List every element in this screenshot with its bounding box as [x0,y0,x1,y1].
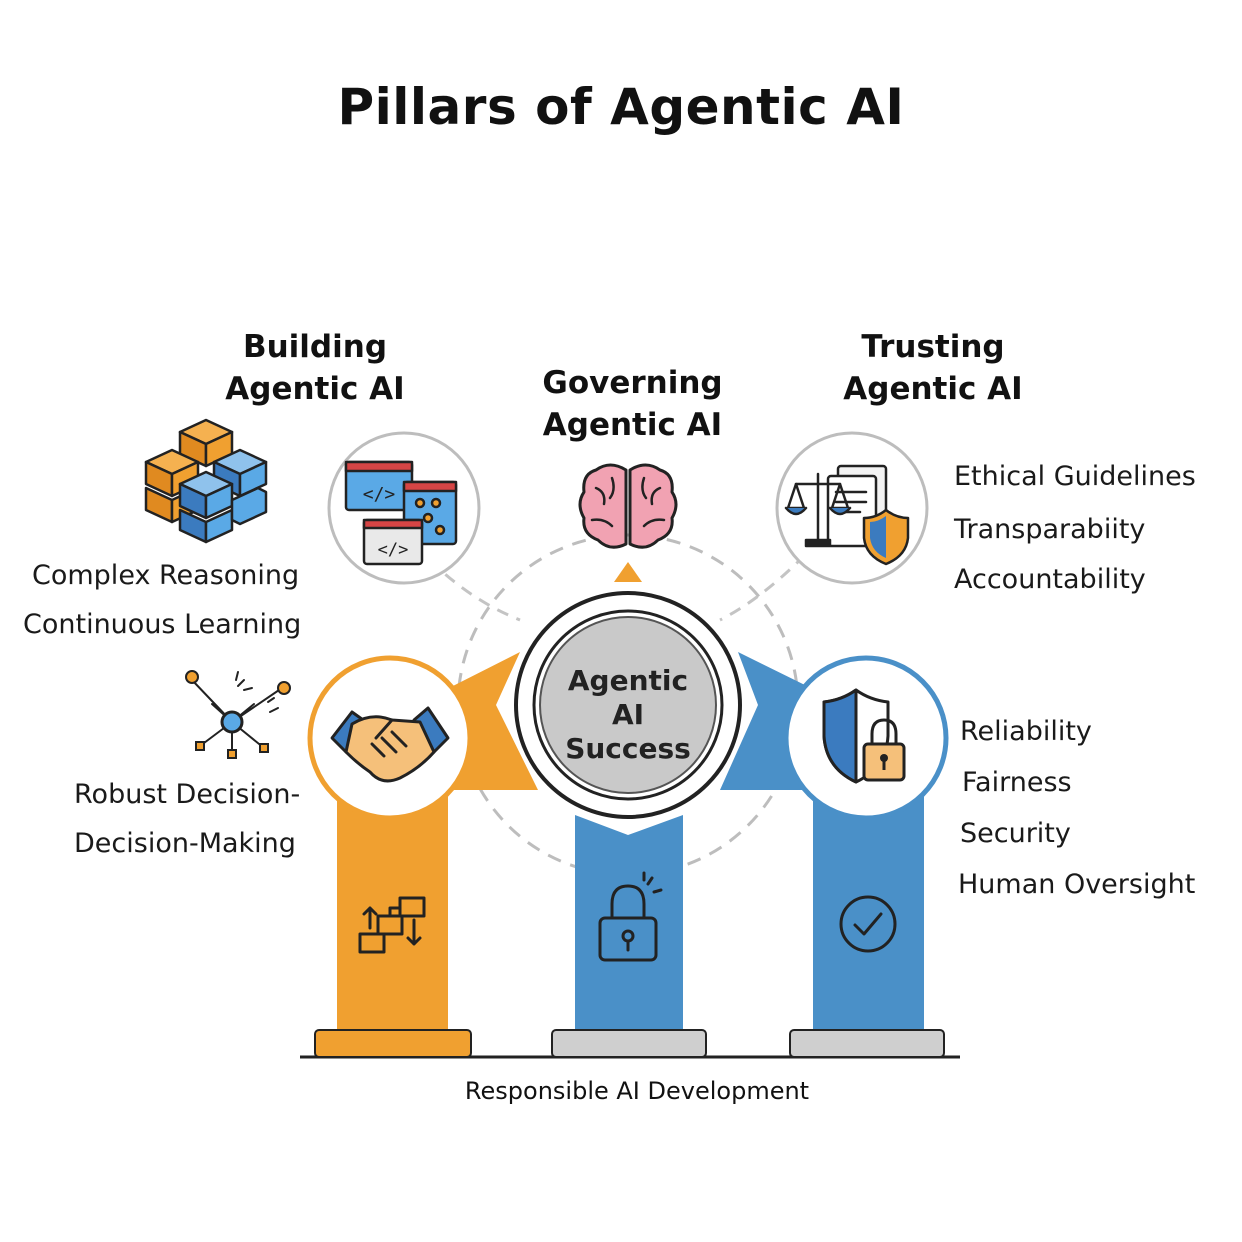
center-label: Agentic AI Success [565,664,691,765]
svg-text:</>: </> [378,540,409,560]
pillar-trusting [720,652,949,1058]
item-accountability: Accountability [954,564,1146,595]
pillar-building [307,652,538,1058]
check-circle-icon [839,895,897,953]
item-robust-decision: Robust Decision- [74,779,301,810]
padlock-icon [598,871,663,962]
heading-building: Building Agentic AI [225,329,405,407]
item-reliability: Reliability [960,716,1092,747]
item-ethical-guidelines: Ethical Guidelines [954,461,1196,492]
flowchart-icon [358,896,426,954]
pillar-building-base [314,1029,472,1058]
handshake-icon [330,706,450,783]
pillar-governing [551,815,707,1058]
heading-governing: Governing Agentic AI [542,365,723,443]
pillar-governing-base [551,1029,707,1058]
shield-lock-icon [822,688,906,784]
building-blocks-icon [144,418,268,544]
pillar-building-column [337,790,448,1030]
item-human-oversight: Human Oversight [958,869,1196,900]
pillar-governing-column [575,815,683,1030]
page-title: Pillars of Agentic AI [337,78,905,136]
network-hub-icon [185,670,291,759]
pillar-trusting-column [813,790,924,1030]
footer-label: Responsible AI Development [464,1077,810,1105]
svg-text:</>: </> [363,484,396,505]
item-decision-making: Decision-Making [74,828,296,859]
code-windows-icon: </> </> [344,460,458,566]
connector-right-dashed [719,553,807,622]
item-transparabiity: Transparabiity [954,514,1146,545]
item-complex-reasoning: Complex Reasoning [32,560,300,591]
item-security: Security [960,818,1071,849]
center-core [539,616,717,794]
scales-document-shield-icon [784,464,910,566]
up-arrow-icon [614,562,642,582]
brain-icon [578,463,678,549]
pillar-trusting-base [789,1029,945,1058]
item-fairness: Fairness [962,767,1072,798]
item-continuous-learning: Continuous Learning [23,609,302,640]
heading-trusting: Trusting Agentic AI [843,329,1023,407]
